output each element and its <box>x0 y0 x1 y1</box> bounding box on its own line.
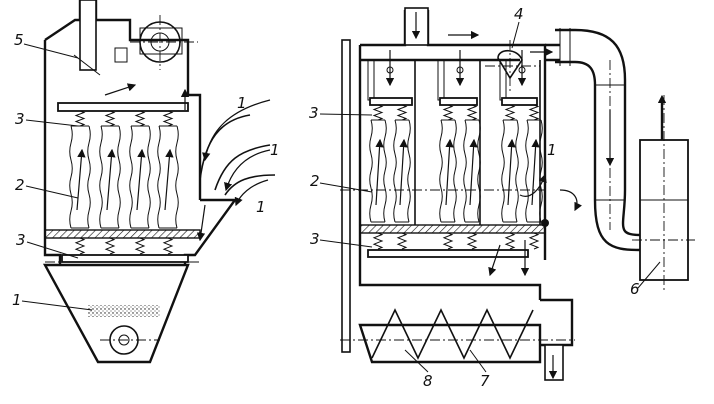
filter-sleeve <box>157 110 179 255</box>
support-column <box>341 39 351 353</box>
filter-compartment <box>437 50 481 250</box>
inlet-pipe <box>79 0 97 71</box>
label-2-right: 2 <box>310 172 320 190</box>
label-3-right-top: 3 <box>309 104 319 122</box>
label-7: 7 <box>480 372 490 390</box>
label-6: 6 <box>630 280 640 298</box>
left-filter <box>42 0 276 364</box>
discharge-chute <box>544 344 564 381</box>
left-housing <box>43 0 238 265</box>
label-1-inlet-bottom: 1 <box>256 198 266 216</box>
label-8: 8 <box>423 372 433 390</box>
label-1-inlet-mid: 1 <box>270 141 280 159</box>
label-1-right: 1 <box>547 141 557 159</box>
dust-hopper <box>42 263 190 364</box>
label-3-left-bottom: 3 <box>16 231 26 249</box>
label-1-inlet-top: 1 <box>237 94 247 112</box>
filter-sleeve <box>129 110 151 255</box>
dust-layer <box>88 305 160 317</box>
label-4: 4 <box>514 5 524 23</box>
outlet-duct <box>555 28 641 252</box>
label-1-left: 1 <box>12 291 22 309</box>
label-2-left: 2 <box>15 176 25 194</box>
right-filter <box>340 7 695 381</box>
filter-sleeve <box>69 110 91 255</box>
label-5: 5 <box>14 31 24 49</box>
screw-flight <box>371 308 534 360</box>
filter-sleeve <box>99 110 121 255</box>
label-3-left-top: 3 <box>15 110 25 128</box>
filter-compartment <box>367 50 416 250</box>
upper-plate <box>57 102 189 112</box>
tube-sheet <box>44 229 201 239</box>
callout-labels: 5 3 2 3 1 1 1 1 4 3 2 3 1 6 7 8 <box>12 5 661 390</box>
right-tube-sheet <box>359 224 546 234</box>
gas-inlet <box>199 114 276 196</box>
label-3-right-bottom: 3 <box>310 230 320 248</box>
filter-compartment <box>499 50 543 250</box>
